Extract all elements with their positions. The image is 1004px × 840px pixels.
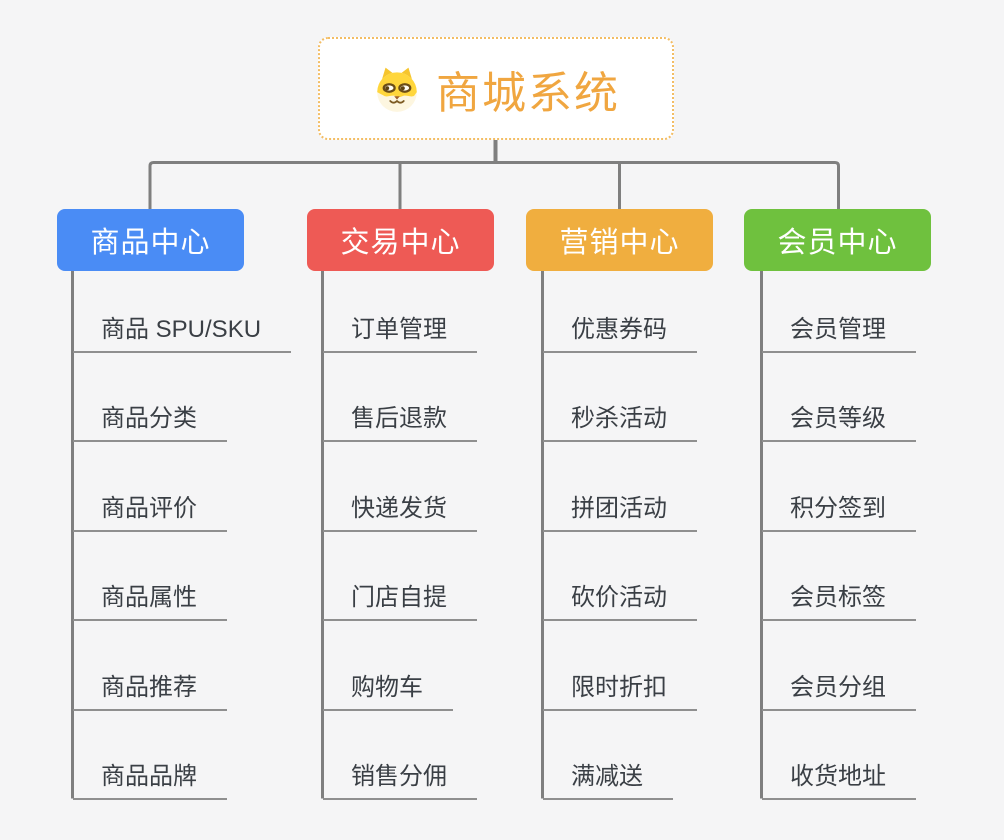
child-node[interactable]: 门店自提 (323, 584, 477, 621)
child-node[interactable]: 商品评价 (73, 495, 227, 532)
child-node[interactable]: 会员标签 (762, 584, 916, 621)
child-node[interactable]: 售后退款 (323, 405, 477, 442)
child-node[interactable]: 积分签到 (762, 495, 916, 532)
child-node[interactable]: 会员管理 (762, 316, 916, 353)
child-node[interactable]: 秒杀活动 (543, 405, 697, 442)
child-node[interactable]: 商品品牌 (73, 763, 227, 800)
child-node[interactable]: 砍价活动 (543, 584, 697, 621)
child-node[interactable]: 收货地址 (762, 763, 916, 800)
child-node[interactable]: 订单管理 (323, 316, 477, 353)
child-node[interactable]: 商品推荐 (73, 674, 227, 711)
child-node[interactable]: 会员等级 (762, 405, 916, 442)
child-node[interactable]: 优惠券码 (543, 316, 697, 353)
branch-label: 营销中心 (559, 227, 680, 259)
child-node[interactable]: 满减送 (543, 763, 673, 800)
branch-label: 商品中心 (90, 227, 211, 259)
child-node[interactable]: 会员分组 (762, 674, 916, 711)
branch-node-trade-center[interactable]: 交易中心 (307, 209, 494, 271)
child-node[interactable]: 商品属性 (73, 584, 227, 621)
child-node[interactable]: 商品分类 (73, 405, 227, 442)
branch-label: 交易中心 (340, 227, 461, 259)
branch-node-product-center[interactable]: 商品中心 (57, 209, 244, 271)
child-node[interactable]: 限时折扣 (543, 674, 697, 711)
dog-mascot-icon (377, 67, 417, 112)
branch-rail-line (148, 161, 840, 209)
root-node[interactable]: 商城系统 (318, 37, 674, 140)
root-title: 商城系统 (436, 68, 620, 118)
branch-node-member-center[interactable]: 会员中心 (744, 209, 931, 271)
child-node[interactable]: 拼团活动 (543, 495, 697, 532)
branch-label: 会员中心 (777, 227, 898, 259)
child-node[interactable]: 快递发货 (323, 495, 477, 532)
child-node[interactable]: 销售分佣 (323, 763, 477, 800)
child-node[interactable]: 商品 SPU/SKU (73, 316, 292, 353)
child-node[interactable]: 购物车 (323, 674, 453, 711)
branch-node-marketing-center[interactable]: 营销中心 (526, 209, 713, 271)
